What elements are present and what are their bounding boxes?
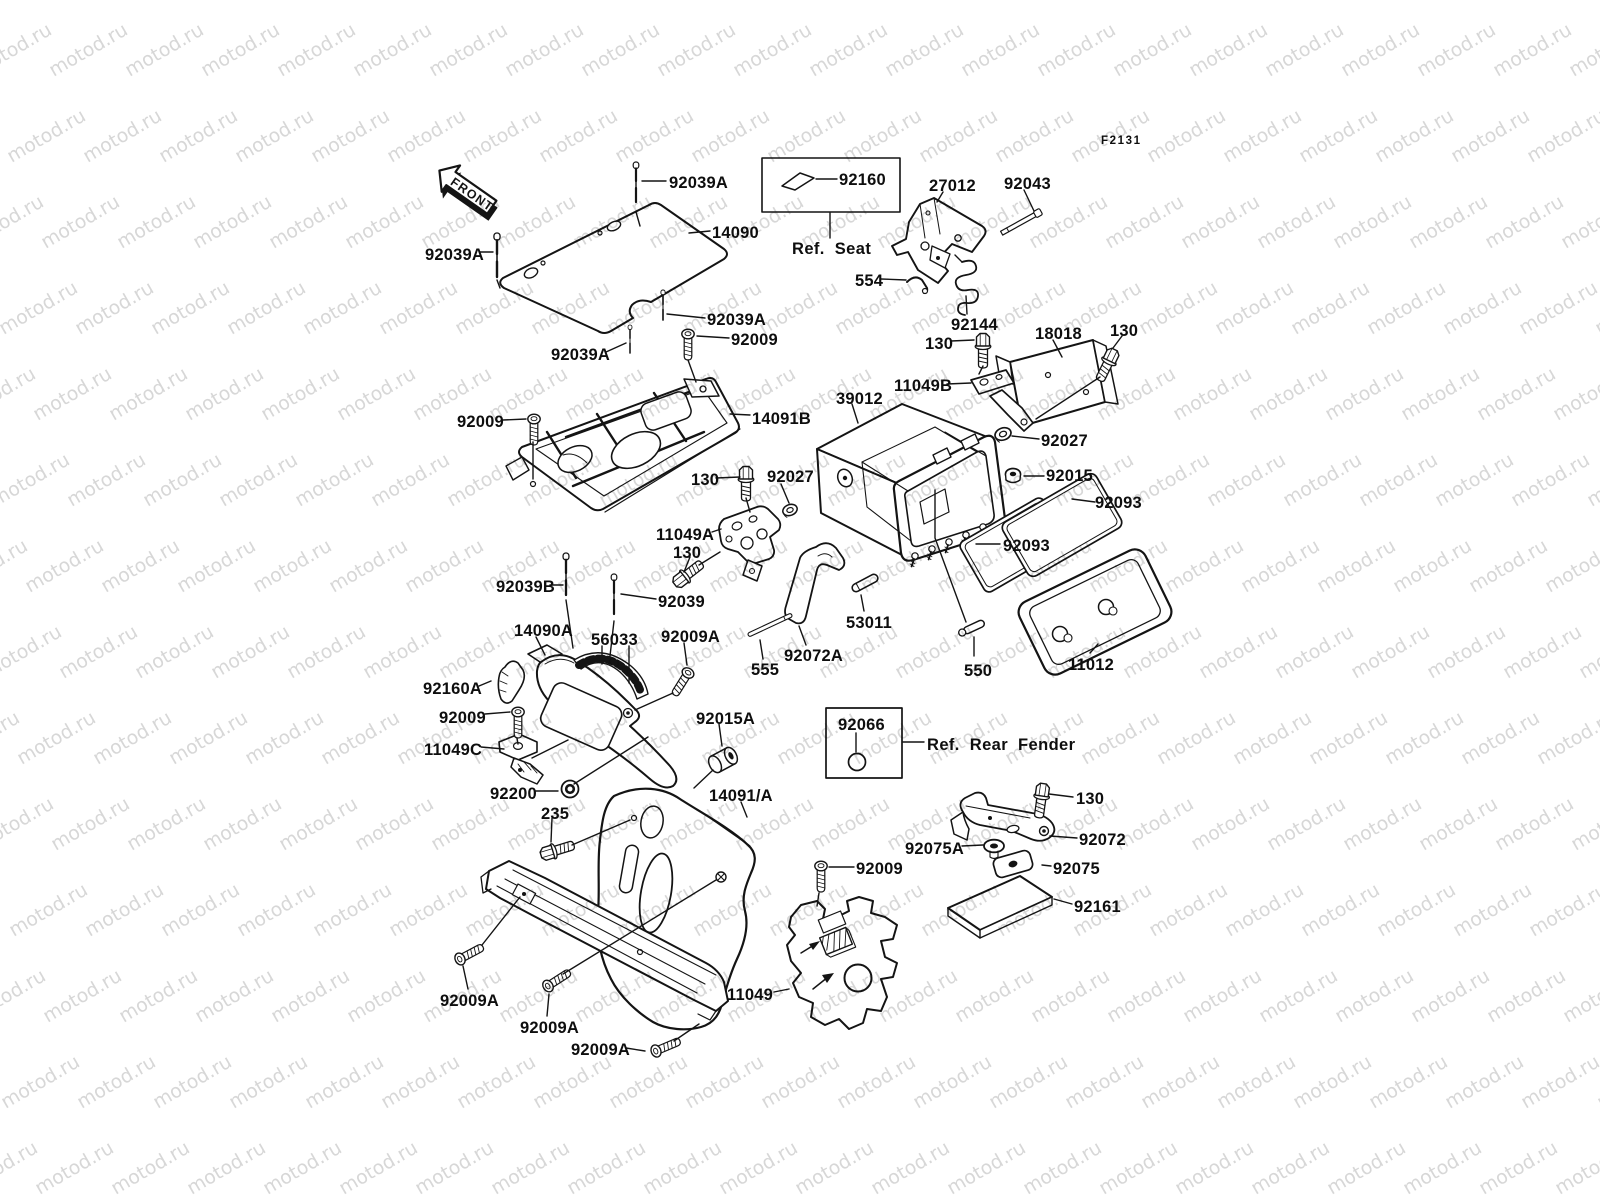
- part-number-label: 92009A: [520, 1019, 579, 1037]
- ref-caption: Ref. Seat: [792, 240, 872, 258]
- part-53011-pin: [851, 573, 879, 593]
- part-number-label: 39012: [836, 390, 883, 408]
- part-14091A-rail: [480, 860, 729, 1021]
- part-number-label: 11049A: [656, 526, 715, 544]
- part-number-label: 11012: [1068, 656, 1114, 674]
- part-11012-lid: [1017, 548, 1173, 676]
- part-number-label: 92072A: [784, 647, 843, 665]
- part-number-label: 92009: [731, 331, 778, 349]
- part-number-label: 92015A: [696, 710, 755, 728]
- part-number-label: 130: [691, 471, 720, 489]
- part-number-label: 92039A: [669, 174, 728, 192]
- part-92160A-pad: [497, 660, 526, 704]
- part-number-label: 130: [1076, 790, 1105, 808]
- part-14091B-tray: [505, 377, 741, 513]
- part-number-label: 14090: [712, 224, 759, 242]
- ref-seat-box: [761, 157, 901, 213]
- part-number-label: 11049C: [424, 741, 483, 759]
- part-number-label: 130: [673, 544, 702, 562]
- part-14090-cover: [499, 202, 728, 334]
- part-number-label: 92039A: [551, 346, 610, 364]
- part-92093-gasket-b: [1001, 472, 1123, 578]
- part-92075A-washer: [983, 838, 1005, 860]
- part-number-label: 92144: [951, 316, 998, 334]
- ref-caption: Ref. Rear Fender: [927, 736, 1076, 754]
- part-number-label: 130: [925, 335, 954, 353]
- part-92144-spring: [954, 259, 979, 316]
- part-92015A-spacer: [707, 746, 739, 774]
- part-number-label: 14091/A: [709, 787, 773, 805]
- part-number-label: 550: [964, 662, 993, 680]
- part-number-label: 53011: [846, 614, 892, 632]
- part-550-wire: [934, 489, 967, 623]
- part-11049A-bracket: [718, 505, 782, 582]
- part-92075-damper: [992, 849, 1034, 879]
- part-number-label: 92075A: [905, 840, 964, 858]
- part-27012-bracket: [891, 197, 987, 284]
- leader-lines: [462, 178, 1123, 1052]
- part-number-label: 92027: [1041, 432, 1088, 450]
- part-number-label: 92027: [767, 468, 814, 486]
- part-number-label: 14090A: [514, 622, 573, 640]
- part-number-label: 554: [855, 272, 884, 290]
- part-number-label: 92009A: [571, 1041, 630, 1059]
- part-92161-pad: [947, 875, 1053, 939]
- part-number-label: 130: [1110, 322, 1139, 340]
- part-number-label: 92075: [1053, 860, 1100, 878]
- part-number-label: 92160A: [423, 680, 482, 698]
- ref-rear-fender-box: [825, 707, 903, 779]
- part-number-label: 92093: [1095, 494, 1142, 512]
- part-number-label: 92043: [1004, 175, 1051, 193]
- part-number-label: 555: [751, 661, 780, 679]
- part-number-label: 92093: [1003, 537, 1050, 555]
- part-554-hook: [906, 276, 929, 295]
- part-555-rod: [747, 613, 793, 637]
- part-92072-bracket: [950, 791, 1056, 842]
- part-number-label: 92160: [839, 171, 886, 189]
- part-number-label: 92009A: [661, 628, 720, 646]
- part-number-label: 14091B: [752, 410, 811, 428]
- part-number-label: 92039: [658, 593, 705, 611]
- part-number-label: 92072: [1079, 831, 1126, 849]
- part-92072A-strap: [784, 542, 846, 625]
- part-number-label: 235: [541, 805, 570, 823]
- part-number-label: 92161: [1074, 898, 1121, 916]
- part-number-label: 92039A: [707, 311, 766, 329]
- part-number-label: 92009A: [440, 992, 499, 1010]
- part-11049-bracket: [786, 896, 898, 1030]
- part-number-label: 92015: [1046, 467, 1093, 485]
- part-number-label: 11049: [727, 986, 773, 1004]
- part-number-label: 11049B: [894, 377, 953, 395]
- part-number-label: 56033: [591, 631, 638, 649]
- part-92015-nut: [1004, 467, 1022, 484]
- part-550-rod: [958, 619, 986, 637]
- part-number-label: 92009: [439, 709, 486, 727]
- part-92043-rod: [999, 208, 1043, 236]
- part-92200-washer: [560, 779, 580, 799]
- part-56033-trim: [573, 652, 649, 700]
- part-number-label: 92039B: [496, 578, 555, 596]
- part-number-label: 92039A: [425, 246, 484, 264]
- part-11049B-bracket: [970, 369, 1034, 432]
- part-number-label: 92066: [838, 716, 885, 734]
- part-number-label: 92009: [457, 413, 504, 431]
- part-number-label: 92200: [490, 785, 537, 803]
- part-number-label: 18018: [1035, 325, 1082, 343]
- diagram-code: F2131: [1101, 135, 1142, 147]
- part-number-label: 27012: [929, 177, 976, 195]
- part-11049C-bracket: [498, 733, 544, 785]
- part-number-label: 92009: [856, 860, 903, 878]
